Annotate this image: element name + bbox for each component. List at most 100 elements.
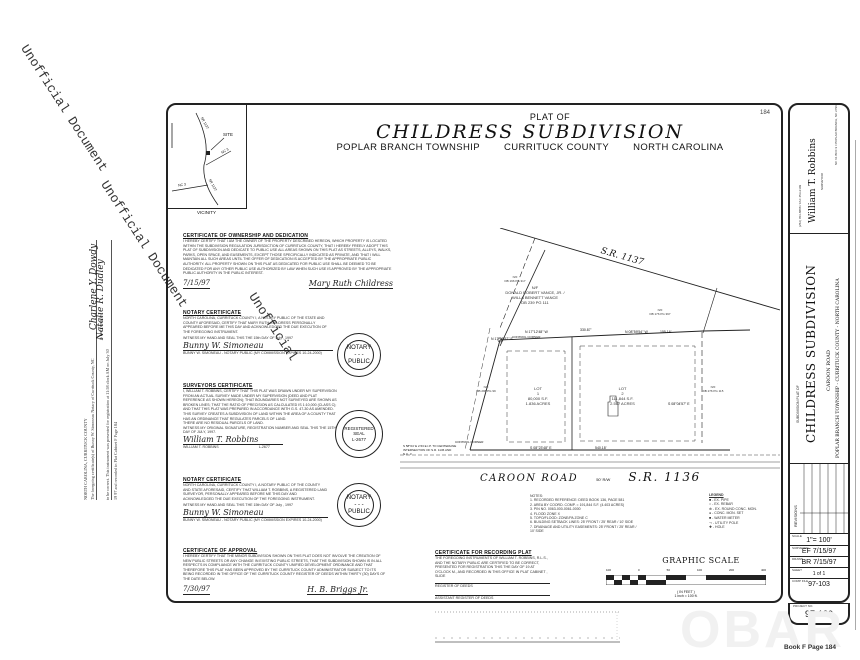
scale-tick: 0 (638, 568, 640, 572)
scale-tick: 200 (728, 568, 734, 572)
approval-body: I HEREBY CERTIFY THAT THE MINOR SUBDIVIS… (183, 554, 386, 581)
notary-certificate-2: NOTARY CERTIFICATE NORTH CAROLINA, CURRI… (183, 477, 328, 523)
adjoiner-ref: DB 296 PG 99 (476, 389, 496, 393)
note-item: 7. DRAINAGE AND UTILITY EASEMENTS: 25' F… (530, 524, 637, 534)
bearing-label: N 17°05'57" E (491, 337, 513, 341)
notary-title: NOTARY CERTIFICATE (183, 477, 242, 483)
surveyor-body-3: THERE ARE NO RESIDUAL PARCELS OF LAND. (183, 421, 264, 426)
notary-commission: BUNNY W. SIMONEAU - NOTARY PUBLIC (MY CO… (183, 349, 333, 356)
scale-unit: ( IN FEET ) (677, 590, 695, 594)
legend-item: ✚ - HOLE (709, 525, 725, 530)
legend-item: ● - CONC. MON. SET (709, 511, 744, 516)
plat-type: SUBDIVISION PLAT OF (796, 385, 800, 423)
approval-title: CERTIFICATE OF APPROVAL (183, 548, 258, 554)
surveyor-address: NC 61 BOX 9 / POPLAR BRANCH, NC 27965 (834, 103, 838, 165)
adjoiner-nf: N/F (657, 308, 663, 312)
surveyor-phone: (252) 453-8888 / FAX 453-2109 (798, 184, 802, 227)
surveyor-body: I, WILLIAM T. ROBBINS, CERTIFY THAT THIS… (183, 389, 337, 412)
distance-label: 330.87' (580, 328, 592, 332)
distance-label: 155.16' (660, 330, 672, 334)
note-item: 4. FLOOD ZONE X (530, 511, 560, 516)
comp-file-label: COMP FILE (792, 579, 809, 583)
notary-title: NOTARY CERTIFICATE (183, 310, 242, 316)
seal-text: PUBLIC (348, 358, 370, 365)
assistant-register-line: ASSISTANT REGISTER OF DEEDS (435, 594, 550, 601)
adjoiner-nf: N/F (531, 285, 539, 290)
surveyor-role: SURVEYOR (820, 173, 824, 190)
adjoiner-ref: DB 276 PG 115 (702, 389, 724, 393)
legend-item: ■ - WATER METER (709, 515, 740, 520)
revisions-label: REVISIONS (793, 505, 798, 527)
owner-signature: Mary Ruth Childress (308, 278, 393, 289)
tie-note: S 58°04' E 2.53 E.I.P. TO CENTERLINE INT… (403, 444, 457, 456)
surveyor-certificate: SURVEYORS CERTIFICATE I, WILLIAM T. ROBB… (183, 383, 338, 450)
adjoiner-label: N/F DB 276 PG 115 (693, 385, 733, 393)
surveyor-signature: William T. Robbins (183, 434, 259, 444)
lot-label: LOT (534, 386, 542, 391)
seal-text: - - - (354, 351, 364, 358)
project-title: CHILDRESS SUBDIVISION (804, 264, 818, 443)
adjoiner-nf: N/F (483, 385, 489, 389)
distance-label: 540.18' (595, 446, 607, 450)
scale-value: 1"= 100' (806, 537, 832, 544)
legend-title: LEGEND (709, 493, 724, 497)
corner-mark: 184 (760, 110, 771, 116)
seal-text: NOTARY (346, 344, 372, 351)
vicinity-map: SITE NC 3 NC 3 SR 1137 SR 1137 (166, 103, 247, 209)
lot-number: 2 (621, 391, 624, 396)
approval-certificate: CERTIFICATE OF APPROVAL I HEREBY CERTIFY… (183, 548, 388, 595)
vicinity-label: VICINITY (197, 210, 217, 215)
administrator-signature: H. B. Briggs Jr. (307, 584, 368, 595)
surveyor-witness: WITNESS MY ORIGINAL SIGNATURE, REGISTRAT… (183, 425, 337, 435)
book-page-label: Book F Page 184 (784, 644, 837, 651)
road-sr: S.R. 1136 (628, 470, 701, 484)
project-location: POPLAR BRANCH TOWNSHIP - CURRITUCK COUNT… (836, 278, 841, 458)
control-corner-label: CONTROL CORNER (512, 335, 541, 339)
lot-area: 111,844 S.F. (611, 396, 634, 401)
scale-bar-icon (605, 574, 767, 586)
control-corner-label: CONTROL CORNER (455, 440, 484, 444)
register-of-deeds-line: REGISTER OF DEEDS (435, 582, 550, 589)
site-label: SITE (223, 132, 234, 137)
scale-tick: 50 (666, 568, 670, 572)
notary-commission: BUNNY W. SIMONEAU - NOTARY PUBLIC (MY CO… (183, 516, 328, 523)
notary-witness: WITNESS MY HAND AND SEAL THIS THE 15th D… (183, 503, 293, 508)
plat-of-label: PLAT OF (529, 112, 571, 122)
bearing-label: N 08°59'54" W (625, 330, 648, 334)
seal-text: - - - (354, 501, 364, 508)
title-block: (252) 453-8888 / FAX 453-2109 William T.… (788, 103, 850, 603)
adjoiner-label: N/F DB 296 PG 99 (466, 385, 506, 393)
revisions-panel: REVISIONS (790, 463, 848, 533)
plat-header: PLAT OF CHILDRESS SUBDIVISION POPLAR BRA… (330, 112, 770, 153)
legend-item: ⊕ - EX. ROUND CONC. MON. (709, 506, 757, 511)
recording-certificate: CERTIFICATE FOR RECORDING PLAT THE FOREG… (435, 550, 550, 600)
plat-drawing-icon (400, 228, 780, 469)
registry-line: 19 97 and recorded in Plat Cabinet F Pag… (113, 421, 118, 500)
ownership-body: I HEREBY CERTIFY THAT I AM THE OWNER OF … (183, 239, 392, 276)
surveyed-value: EF 7/15/97 (801, 548, 837, 555)
plat-frame (166, 103, 783, 603)
bearing-label: N 17°12'48" W (525, 330, 548, 334)
legend-item: ■ - EX. PIPE (709, 497, 729, 502)
project-no-label: PROJECT NO. (793, 604, 814, 608)
notes-title: NOTES: (530, 494, 544, 498)
adjoiner-ref: DB 176 PG 397 (649, 312, 671, 316)
ownership-title: CERTIFICATE OF OWNERSHIP AND DEDICATION (183, 233, 309, 239)
scale-tick: 100 (696, 568, 702, 572)
surveyor-panel: (252) 453-8888 / FAX 453-2109 William T.… (790, 105, 848, 234)
note-item: 6. BUILDING SETBACK LINES: 25' FRONT / 2… (530, 520, 634, 525)
notary-body: NORTH CAROLINA, CURRITUCK COUNTY I, A NO… (183, 483, 328, 501)
road-name: CAROON ROAD (480, 473, 579, 484)
notary-certificate-1: NOTARY CERTIFICATE NORTH CAROLINA, CURRI… (183, 310, 333, 356)
lot-acres: 2.567 ACRES (610, 401, 635, 406)
surveyor-title: SURVEYORS CERTIFICATE (183, 383, 253, 389)
surveyor-name: William T. Robbins (808, 138, 818, 223)
lot-label: LOT (618, 386, 627, 391)
adjoiner-label: N/F DB 176 PG 397 (640, 308, 680, 316)
obar-logo-watermark: OBAR (680, 601, 846, 659)
